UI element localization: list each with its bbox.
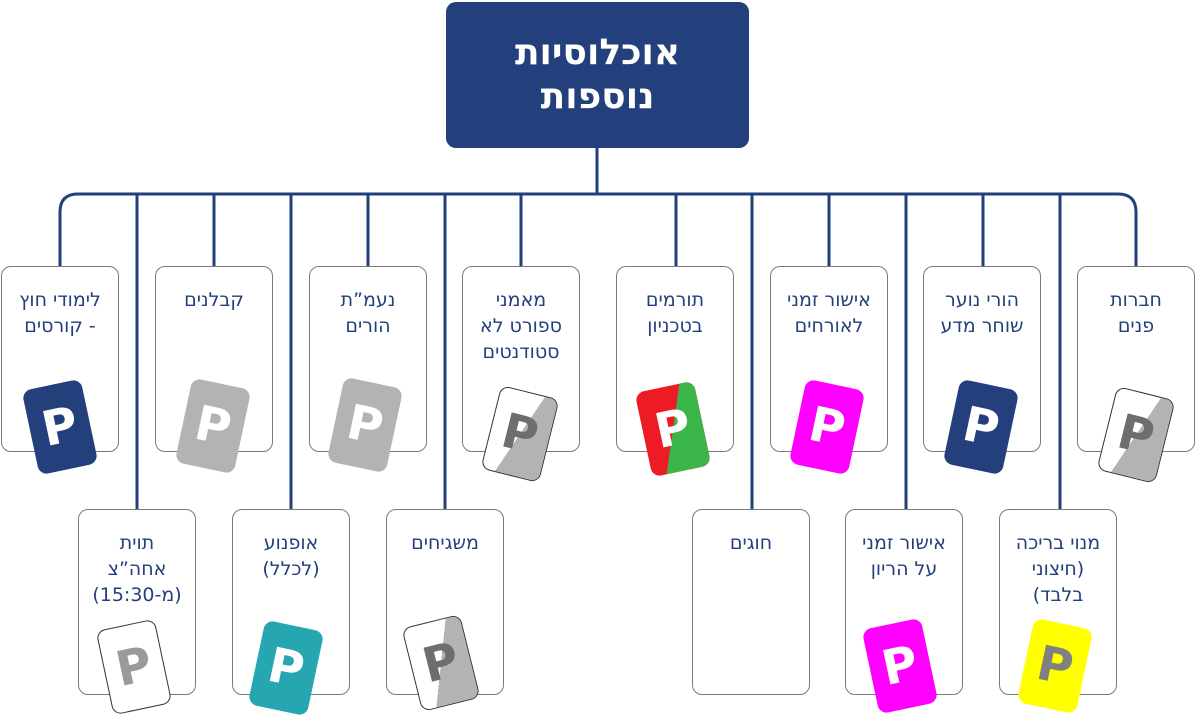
node-label-line: קבלנים [184,289,244,311]
parking-tag-letter: P [262,636,310,700]
node-label-line: נעמ”ת [340,289,396,311]
node-label-line: לאורחים [794,315,864,337]
node-label-line: (לכלל) [262,558,320,580]
node-hugim: חוגים [692,509,810,695]
root-title-line2: נוספות [540,76,655,117]
node-label-line: תוית [119,532,155,554]
root-node: אוכלוסיות נוספות [446,2,749,148]
node-label: חברות פנים [1078,287,1194,339]
node-label: לימודי חוץ - קורסים [2,287,118,339]
node-label-line: פנים [1117,315,1155,337]
parking-tag-letter: P [1031,634,1079,698]
node-label: מנוי בריכה (חיצוני בלבד) [1000,530,1116,608]
node-label: תורמים בטכניון [617,287,733,339]
node-label-line: אחה”צ [107,558,167,580]
node-naamat: נעמ”ת הורים [309,266,427,452]
node-label-line: חברות [1110,289,1162,311]
node-label-line: סטודנטים [482,341,560,363]
node-label-line: מנוי בריכה [1015,532,1101,554]
node-label-line: לימודי חוץ [19,289,101,311]
node-label-line: שוחר מדע [940,315,1024,337]
node-label-line: על הריון [870,558,938,580]
node-label-line: (מ-15:30) [92,584,182,606]
parking-tag-letter: P [36,395,84,459]
parking-tag-letter: P [957,395,1005,459]
root-title-line1: אוכלוסיות [514,32,681,73]
node-label: אישור זמני על הריון [846,530,962,582]
node-label-line: - קורסים [24,315,96,337]
parking-tag-letter: P [341,393,389,457]
parking-tag-letter: P [803,395,851,459]
node-label: מאמני ספורט לא סטודנטים [463,287,579,365]
node-tavit: תוית אחה”צ (מ-15:30) [78,509,196,695]
node-label-line: משגיחים [411,532,479,554]
node-label-line: חוגים [729,532,773,554]
bus-line [58,192,1138,268]
node-label-line: (חיצוני [1031,558,1085,580]
node-label: אופנוע (לכלל) [233,530,349,582]
node-label: נעמ”ת הורים [310,287,426,339]
node-label-line: מאמני [495,289,547,311]
node-label-line: תורמים [645,289,705,311]
parking-tag-letter: P [110,635,158,699]
node-label-line: אישור זמני [862,532,946,554]
node-label: משגיחים [387,530,503,556]
node-label: הורי נוער שוחר מדע [924,287,1040,339]
node-label-line: אופנוע [263,532,319,554]
node-label-line: בלבד) [1032,584,1084,606]
node-label: חוגים [693,530,809,556]
node-label: קבלנים [156,287,272,313]
parking-tag-letter: P [876,634,924,698]
parking-tag-letter: P [189,394,237,458]
node-label-line: הורי נוער [944,289,1019,311]
node-label: תוית אחה”צ (מ-15:30) [79,530,195,608]
node-label-line: בטכניון [647,315,703,337]
node-label-line: הורים [345,315,391,337]
node-label: אישור זמני לאורחים [771,287,887,339]
node-label-line: אישור זמני [787,289,871,311]
node-label-line: ספורט לא [480,315,562,337]
